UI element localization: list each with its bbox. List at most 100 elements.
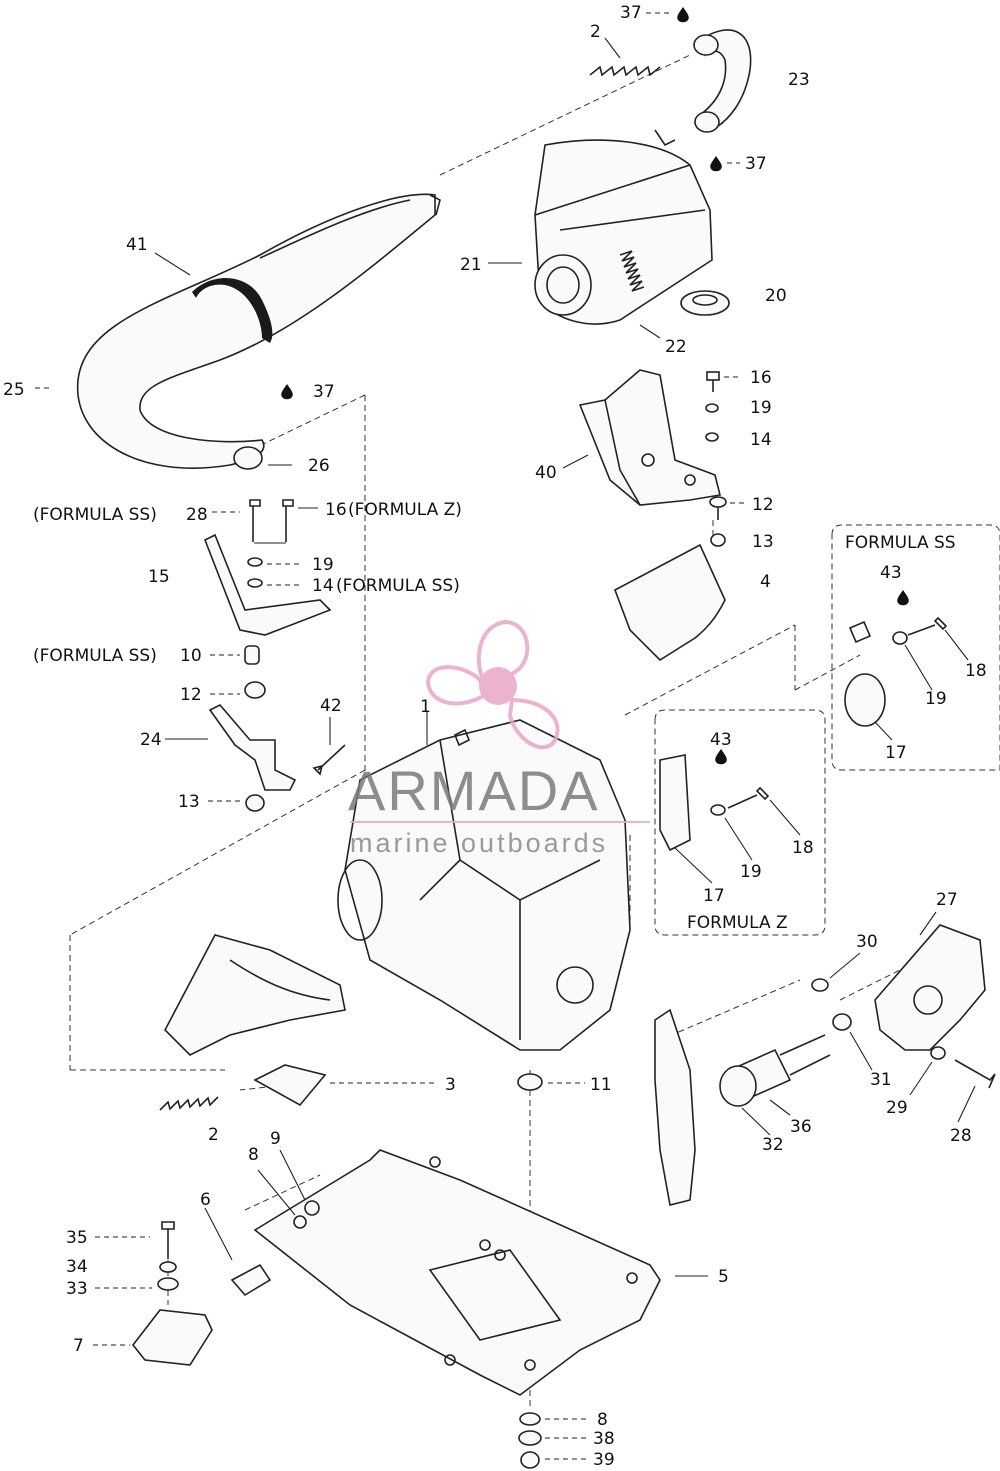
- label-19-left: 19: [312, 555, 334, 575]
- spring-part-2-top: [589, 65, 661, 77]
- label-16-right: 16: [750, 368, 772, 388]
- label-32: 32: [762, 1135, 784, 1155]
- propeller-logo-icon: [425, 619, 560, 750]
- label-13-right: 13: [752, 532, 774, 552]
- label-43-z: 43: [710, 730, 732, 750]
- label-26: 26: [308, 456, 330, 476]
- bracket-part-15: [203, 533, 332, 636]
- stud-part-6: [230, 1263, 272, 1297]
- label-34: 34: [66, 1257, 88, 1277]
- label-22: 22: [665, 337, 687, 357]
- label-14-left: 14: [312, 576, 334, 596]
- box-title-formula-z: FORMULA Z: [687, 913, 788, 933]
- bracket-part-24: [208, 704, 297, 791]
- leader-lines: [35, 12, 976, 1460]
- label-28-left: 28: [186, 505, 208, 525]
- label-20: 20: [765, 286, 787, 306]
- label-24: 24: [140, 730, 162, 750]
- bolts-left: [247, 499, 294, 588]
- bolts-18-19: [710, 616, 948, 816]
- oil-drop-icon: [281, 384, 293, 400]
- mount-part-7: [131, 1309, 213, 1366]
- label-9: 9: [270, 1129, 281, 1149]
- formula-ss-note-10: (FORMULA SS): [33, 646, 157, 666]
- washer-part-30: [811, 978, 829, 992]
- label-8-bottom: 8: [597, 1410, 608, 1430]
- mount-bracket-part-27: [874, 924, 986, 1051]
- formula-ss-section-box: [831, 524, 1000, 771]
- spring-part-2-bottom: [159, 1096, 219, 1111]
- label-37-mid: 37: [745, 154, 767, 174]
- label-3: 3: [445, 1075, 456, 1095]
- label-5: 5: [718, 1267, 729, 1287]
- label-40: 40: [535, 463, 557, 483]
- label-36: 36: [790, 1117, 812, 1137]
- shaft-parts-32-36: [719, 1034, 831, 1107]
- oil-drop-icon: [677, 7, 689, 23]
- label-2-top: 2: [590, 22, 601, 42]
- hardware-stack-bottom: [518, 1412, 542, 1469]
- watermark-tagline: marine outboards: [350, 828, 608, 858]
- label-27: 27: [936, 890, 958, 910]
- cover-part-4: [614, 543, 726, 662]
- exhaust-hose-part-23: [693, 29, 752, 133]
- base-plate-part-5: [253, 1149, 661, 1396]
- label-6: 6: [200, 1190, 211, 1210]
- gasket-part-17-z: [659, 754, 691, 852]
- label-1: 1: [420, 697, 431, 717]
- label-25: 25: [3, 380, 25, 400]
- label-30: 30: [856, 932, 878, 952]
- heat-band-part-41: [192, 278, 273, 343]
- formula-ss-note-28: (FORMULA SS): [33, 505, 157, 525]
- hardware-stack-right: [705, 371, 727, 547]
- label-4: 4: [760, 572, 771, 592]
- label-19-ss: 19: [925, 689, 947, 709]
- bracket-part-40: [578, 369, 721, 506]
- bolt-part-28-right: [954, 1059, 996, 1089]
- label-12-right: 12: [752, 495, 774, 515]
- oil-drop-icon: [710, 156, 722, 172]
- gasket-part-17-ss: [844, 673, 886, 727]
- part-labels: 37 2 23 37 41 21 20 22 16 25 37 19 14 26…: [3, 3, 987, 1470]
- label-16-left: 16: [325, 500, 347, 520]
- label-12-left: 12: [180, 685, 202, 705]
- label-42: 42: [320, 696, 342, 716]
- label-28-right: 28: [950, 1126, 972, 1146]
- label-2-bottom: 2: [208, 1125, 219, 1145]
- label-21: 21: [460, 255, 482, 275]
- hardware-stack-33-35: [157, 1221, 179, 1291]
- grommet-part-12-left: [244, 681, 266, 699]
- formula-z-section-box: [654, 709, 826, 936]
- label-8-top: 8: [248, 1145, 259, 1165]
- label-7: 7: [73, 1336, 84, 1356]
- label-38: 38: [593, 1429, 615, 1449]
- label-17-ss: 17: [885, 743, 907, 763]
- label-19-right: 19: [750, 398, 772, 418]
- formula-ss-note-14: (FORMULA SS): [336, 576, 460, 596]
- nut-part-13-left: [245, 794, 265, 812]
- label-18-ss: 18: [965, 661, 987, 681]
- spring-part-22: [619, 250, 645, 292]
- label-41: 41: [126, 235, 148, 255]
- nut-part-31: [832, 1013, 852, 1031]
- watermark-brand: ARMADA: [348, 759, 600, 822]
- label-33: 33: [66, 1279, 88, 1299]
- label-37-top: 37: [620, 3, 642, 23]
- label-13-left: 13: [178, 792, 200, 812]
- spacer-part-10: [244, 645, 260, 665]
- label-29: 29: [886, 1098, 908, 1118]
- label-37-pipe: 37: [313, 382, 335, 402]
- pin-part-42: [312, 744, 346, 776]
- label-15: 15: [148, 567, 170, 587]
- label-18-z: 18: [792, 838, 814, 858]
- washer-part-29: [930, 1046, 946, 1060]
- engine-mount-plate: [654, 1008, 696, 1206]
- label-35: 35: [66, 1228, 88, 1248]
- label-11: 11: [590, 1075, 612, 1095]
- gasket-part-3: [253, 1064, 327, 1107]
- grommet-part-20: [680, 290, 730, 316]
- oil-drop-icon: [715, 749, 727, 765]
- muffler-part-21: [534, 129, 713, 325]
